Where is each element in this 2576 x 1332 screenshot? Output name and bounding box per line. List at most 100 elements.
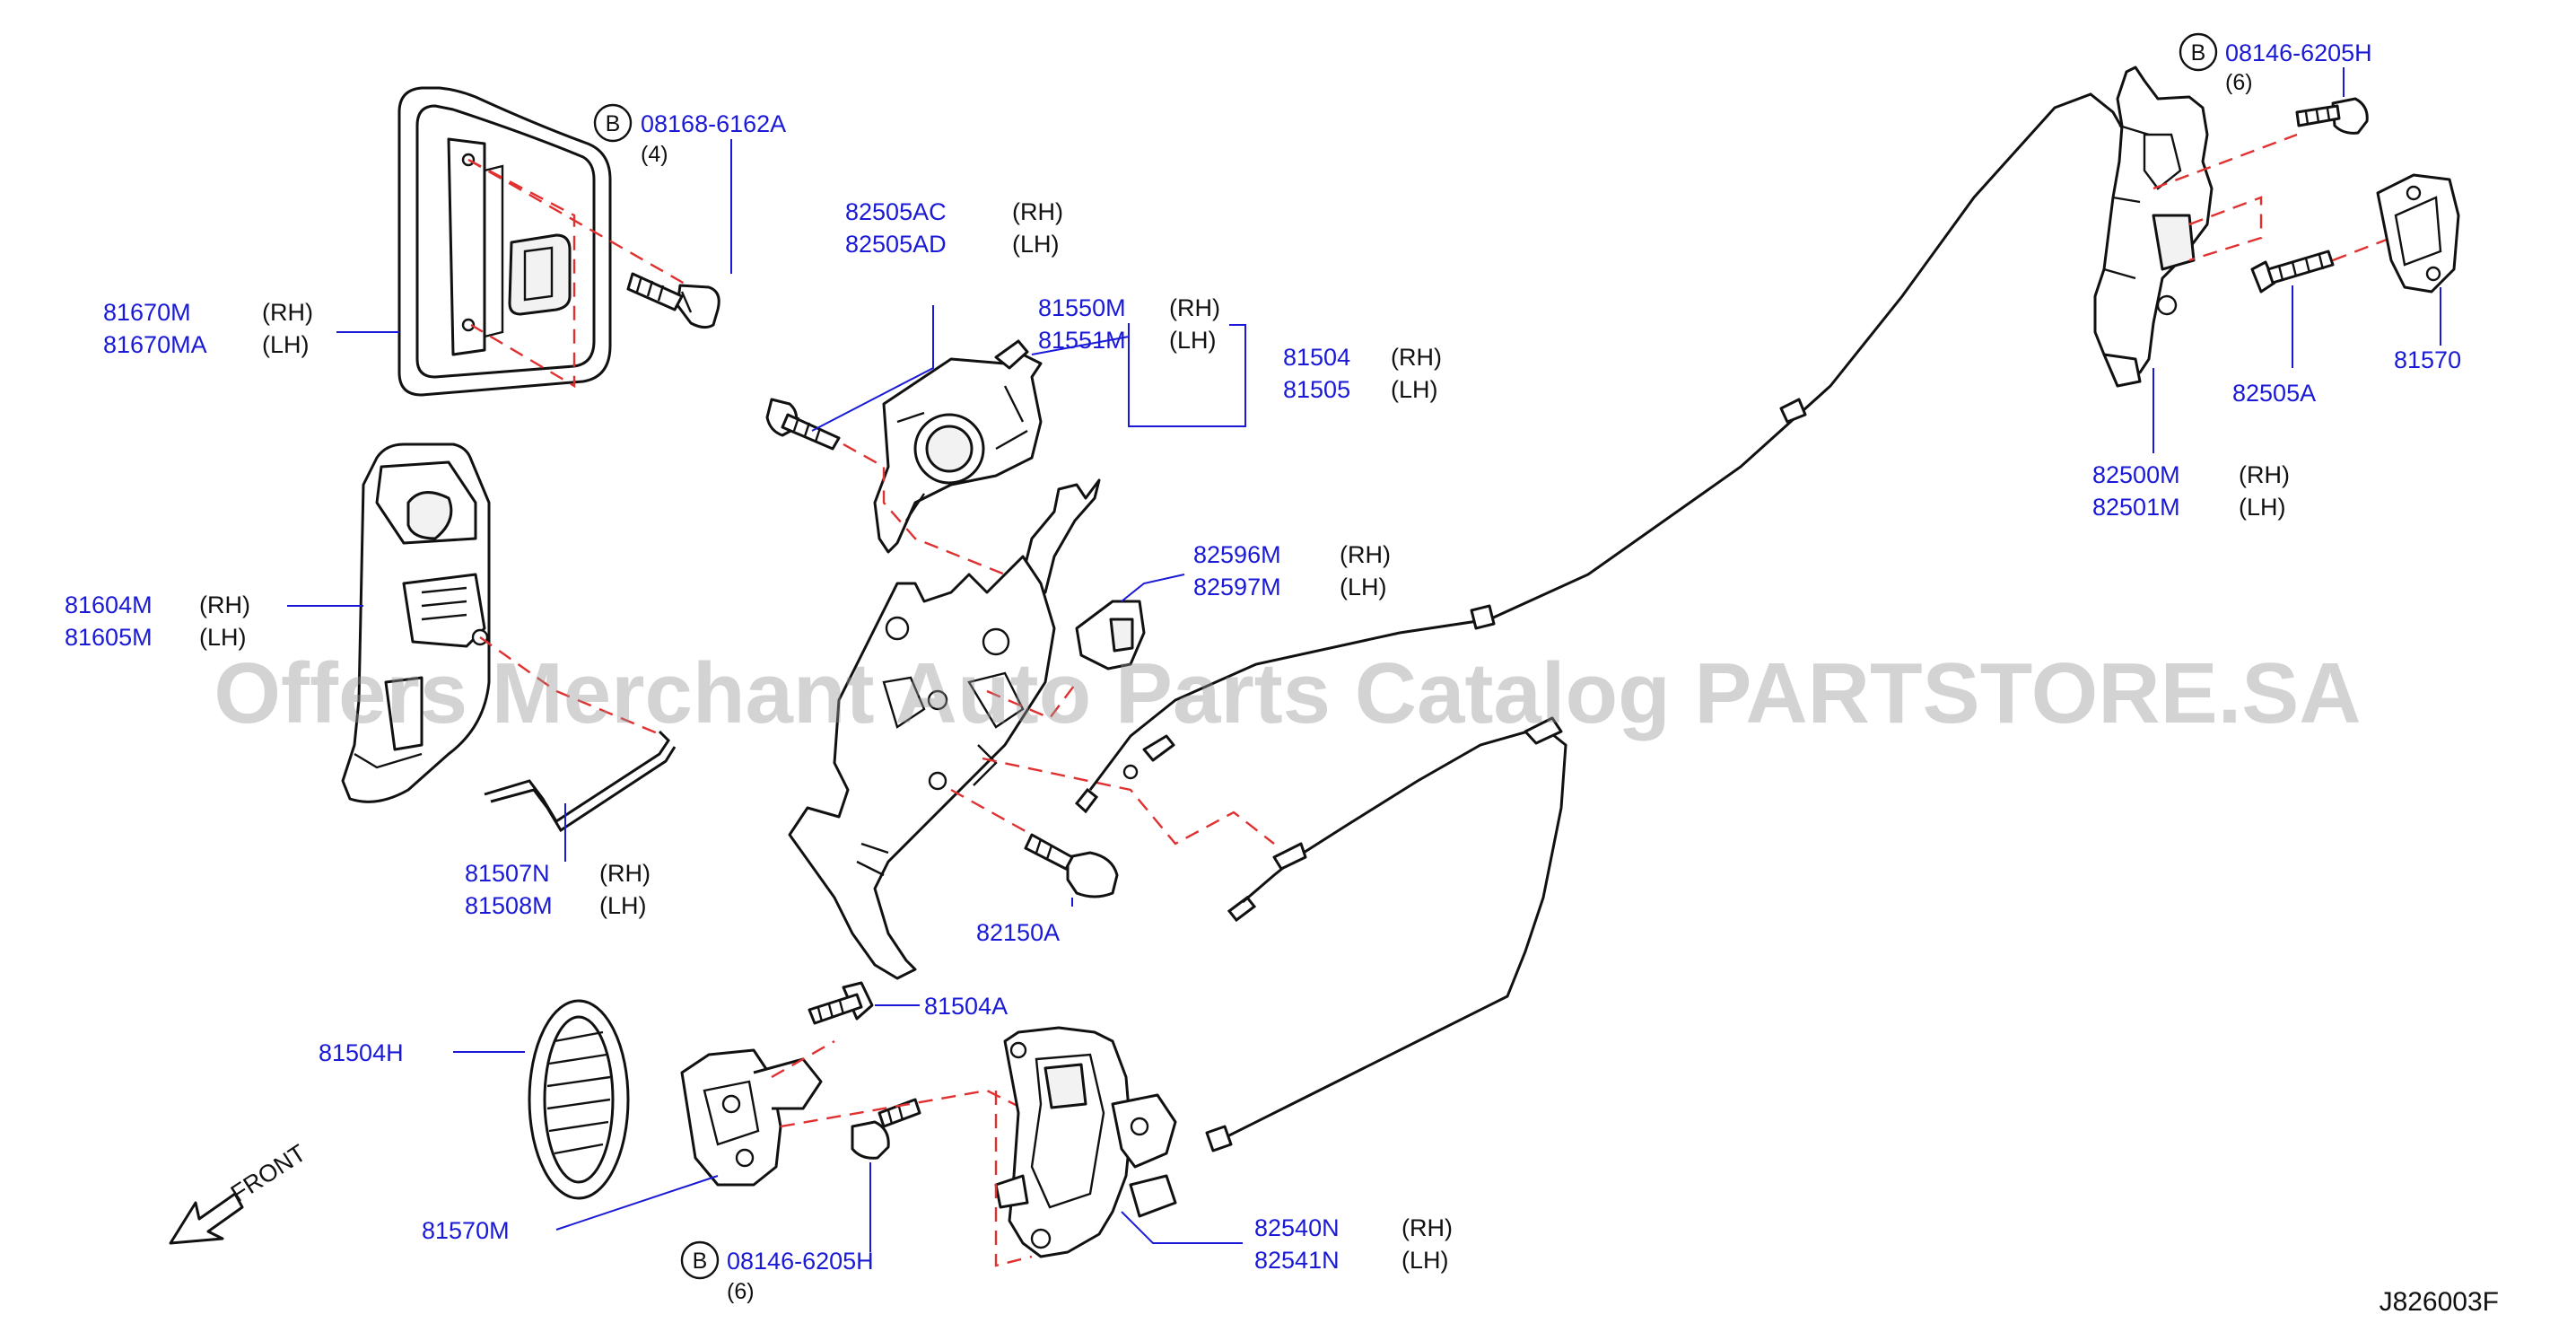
part-number[interactable]: 82500M (2092, 461, 2180, 488)
door-lock-bracket[interactable] (788, 478, 1101, 980)
part-number[interactable]: 81605M (65, 624, 153, 651)
side-label: (LH) (599, 892, 647, 919)
door-striker-upper[interactable] (2376, 173, 2460, 294)
bolt-badge (2179, 32, 2218, 72)
alignment-line (994, 1091, 1033, 1267)
part-number[interactable]: 82597M (1193, 574, 1281, 600)
part-number[interactable]: 82501M (2092, 494, 2180, 521)
side-label: (RH) (599, 860, 651, 887)
bolt-badge-letter: B (2191, 40, 2206, 66)
door-grommet[interactable] (528, 999, 630, 1200)
side-label: (RH) (1391, 344, 1442, 371)
part-number[interactable]: 82541N (1254, 1247, 1340, 1274)
side-label: (LH) (1402, 1247, 1449, 1274)
bolt-08146-6205h-top[interactable] (2295, 97, 2369, 135)
side-label: (LH) (1391, 376, 1438, 403)
part-number[interactable]: 81670M (103, 299, 191, 326)
part-number[interactable]: 82505AD (845, 231, 947, 258)
bolt-08146-6205h-bottom[interactable] (851, 1098, 921, 1160)
leader-line (555, 1175, 719, 1231)
alignment-line (479, 636, 665, 738)
bolt-82150a[interactable] (1024, 833, 1119, 898)
bolt-badge-letter: B (606, 111, 621, 136)
side-label: (LH) (199, 624, 247, 651)
label-81550[interactable]: 81550M (RH) 81551M (LH) (1038, 294, 1220, 354)
door-lock-actuator[interactable] (873, 339, 1043, 554)
side-label: (RH) (1169, 294, 1220, 321)
part-number[interactable]: 81504 (1283, 344, 1350, 371)
side-label: (RH) (199, 592, 250, 618)
label-81507[interactable]: 81507N (RH) 81508M (LH) (465, 860, 651, 919)
lock-control-cable-lower[interactable] (1205, 716, 1567, 1152)
label-81604[interactable]: 81604M (RH) 81605M (LH) (65, 592, 250, 651)
label-82505ac[interactable]: 82505AC (RH) 82505AD (LH) (845, 198, 1063, 258)
part-number-82150a[interactable]: 82150A (976, 919, 1060, 946)
screw-82505a[interactable] (2250, 250, 2335, 294)
label-82540[interactable]: 82540N (RH) 82541N (LH) (1254, 1214, 1453, 1274)
side-label: (LH) (1012, 231, 1060, 258)
label-81670[interactable]: 81670M (RH) 81670MA (LH) (103, 299, 313, 358)
bolt-08168-6162a[interactable] (626, 272, 720, 329)
part-number[interactable]: 81507N (465, 860, 550, 887)
lock-cover-cap[interactable] (1075, 600, 1146, 670)
leader-line (1121, 1211, 1243, 1244)
part-number[interactable]: 81508M (465, 892, 553, 919)
part-number-81504h[interactable]: 81504H (319, 1039, 404, 1066)
side-label: (RH) (1012, 198, 1063, 225)
bolt-82505ac[interactable] (765, 398, 841, 451)
side-label: (RH) (262, 299, 313, 326)
bolt-badge (680, 1240, 720, 1280)
outside-door-handle[interactable] (397, 86, 612, 397)
part-number[interactable]: 08168-6162A (641, 110, 786, 137)
part-number-82505a[interactable]: 82505A (2232, 380, 2316, 407)
label-82596[interactable]: 82596M (RH) 82597M (LH) (1193, 541, 1391, 600)
label-81504[interactable]: 81504 (RH) 81505 (LH) (1283, 344, 1442, 403)
rear-door-lock[interactable] (2093, 66, 2214, 388)
part-number-81504a[interactable]: 81504A (924, 993, 1008, 1020)
alignment-line (950, 788, 1033, 837)
front-door-lock-lower[interactable] (994, 1026, 1177, 1258)
part-number[interactable]: 81551M (1038, 327, 1126, 354)
bolt-badge (593, 103, 633, 143)
alignment-line (2332, 236, 2392, 262)
door-striker-lower[interactable] (680, 1048, 823, 1187)
alignment-line (467, 158, 576, 389)
side-label: (RH) (1340, 541, 1391, 568)
alignment-line (843, 443, 1051, 594)
label-bolt-08146-6205h-top[interactable]: B 08146-6205H (6) (2179, 32, 2372, 95)
screw-81504a[interactable] (808, 981, 874, 1025)
part-number[interactable]: 08146-6205H (727, 1248, 874, 1275)
leader-line (1121, 574, 1185, 602)
alignment-line (2152, 133, 2298, 190)
label-82500[interactable]: 82500M (RH) 82501M (LH) (2092, 461, 2290, 521)
front-direction-arrow (169, 1192, 244, 1245)
side-label: (LH) (1340, 574, 1387, 600)
alignment-line (467, 158, 692, 289)
part-number[interactable]: 82540N (1254, 1214, 1340, 1241)
quantity: (6) (2225, 70, 2253, 95)
part-number[interactable]: 82596M (1193, 541, 1281, 568)
alignment-line (986, 681, 1078, 720)
actuator-rod[interactable] (484, 730, 677, 833)
part-number-81570[interactable]: 81570 (2394, 346, 2461, 373)
leader-line (811, 305, 934, 432)
part-number[interactable]: 08146-6205H (2225, 39, 2372, 66)
label-bolt-08146-6205h-bottom[interactable]: B 08146-6205H (6) (680, 1240, 874, 1304)
quantity: (4) (641, 142, 668, 167)
bolt-badge-letter: B (693, 1249, 708, 1274)
alignment-line (982, 757, 1275, 846)
part-number[interactable]: 82505AC (845, 198, 947, 225)
side-label: (LH) (2239, 494, 2286, 521)
part-number[interactable]: 81604M (65, 592, 153, 618)
lock-control-cable-upper[interactable] (1074, 92, 2142, 814)
diagram-reference: J826003F (2380, 1287, 2499, 1317)
part-number[interactable]: 81550M (1038, 294, 1126, 321)
part-number[interactable]: 81670MA (103, 331, 207, 358)
part-number[interactable]: 81505 (1283, 376, 1350, 403)
label-bolt-08168-6162a[interactable]: B 08168-6162A (4) (593, 103, 786, 167)
inside-door-handle[interactable] (341, 443, 491, 803)
watermark: Offers Merchant Auto Parts Catalog PARTS… (214, 645, 2361, 741)
side-label: (LH) (262, 331, 310, 358)
part-number-81570m[interactable]: 81570M (422, 1217, 510, 1244)
